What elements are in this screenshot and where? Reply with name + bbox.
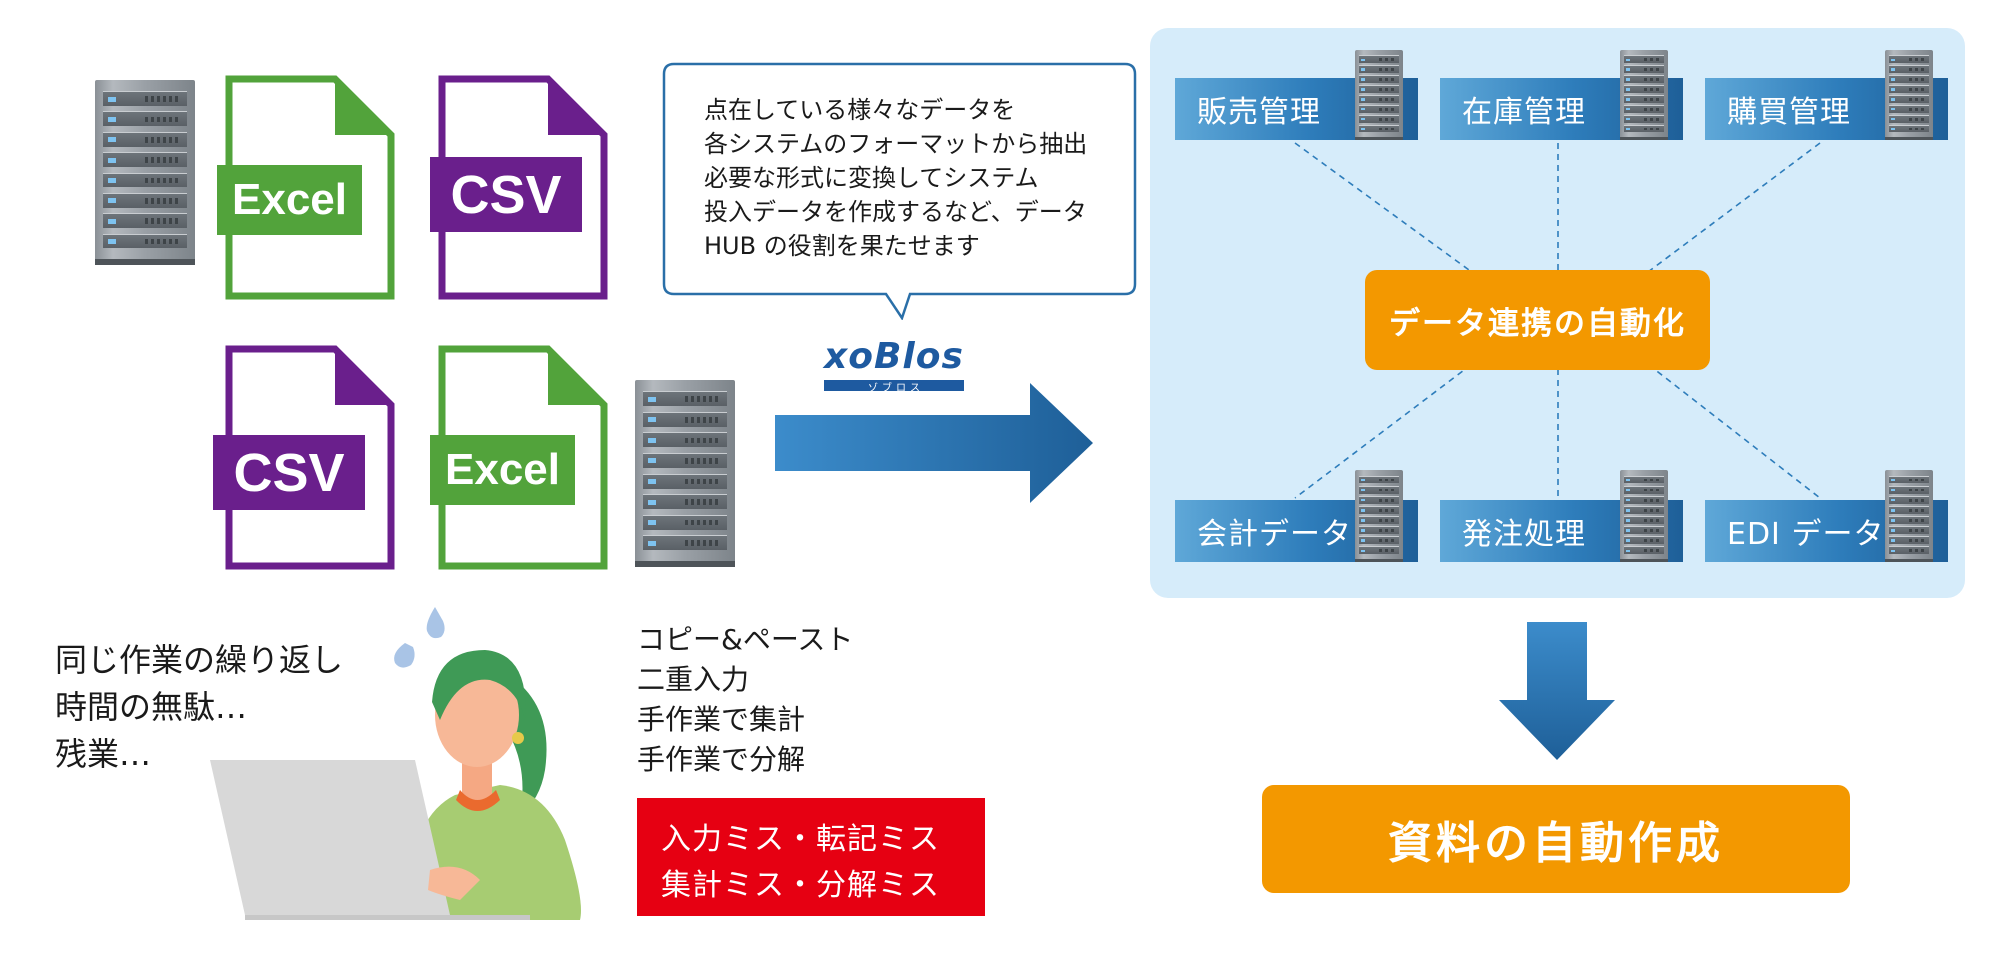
sweat-drop-icon bbox=[385, 605, 465, 675]
server-icon bbox=[1885, 470, 1933, 562]
module-label: 発注処理 bbox=[1462, 517, 1586, 552]
center-hub-box: データ連携の自動化 bbox=[1365, 270, 1710, 370]
complaint-text: 時間の無駄… bbox=[55, 688, 248, 726]
module-label: 在庫管理 bbox=[1462, 95, 1586, 130]
speech-bubble: 点在している様々なデータを 各システムのフォーマットから抽出 必要な形式に変換し… bbox=[662, 62, 1137, 321]
down-arrow-icon bbox=[1497, 622, 1617, 762]
xoblos-logo: xoBlos ゾブロス bbox=[820, 336, 970, 394]
callout-line: HUB の役割を果たせます bbox=[704, 232, 980, 260]
server-icon bbox=[1620, 50, 1668, 140]
logo-name: xoBlos bbox=[824, 336, 964, 377]
logo-ruby: ゾブロス bbox=[868, 383, 924, 394]
error-text: 入力ミス・転記ミス bbox=[661, 822, 940, 857]
server-icon bbox=[1620, 470, 1668, 562]
task-text: コピー&ペースト bbox=[637, 623, 854, 656]
office-worker-illustration bbox=[200, 610, 620, 920]
task-text: 手作業で集計 bbox=[637, 703, 806, 736]
complaint-text: 残業… bbox=[55, 735, 152, 773]
complaint-text: 同じ作業の繰り返し bbox=[55, 641, 344, 679]
module-label: EDI データ bbox=[1727, 517, 1885, 552]
excel-file-label: Excel bbox=[430, 435, 575, 505]
error-text: 集計ミス・分解ミス bbox=[661, 868, 940, 903]
csv-file-icon: CSV bbox=[213, 345, 395, 570]
excel-file-icon: Excel bbox=[217, 75, 395, 300]
error-badge: 入力ミス・転記ミス 集計ミス・分解ミス bbox=[637, 798, 985, 916]
callout-line: 点在している様々なデータを bbox=[704, 96, 1016, 124]
excel-file-icon: Excel bbox=[430, 345, 608, 570]
module-label: 販売管理 bbox=[1197, 95, 1321, 130]
callout-line: 必要な形式に変換してシステム bbox=[704, 164, 1039, 192]
task-text: 二重入力 bbox=[637, 663, 750, 696]
connector-lines bbox=[1294, 142, 1821, 499]
module-label: 購買管理 bbox=[1727, 95, 1851, 130]
server-icon bbox=[1355, 50, 1403, 140]
server-icon bbox=[1885, 50, 1933, 140]
task-text: 手作業で分解 bbox=[637, 743, 806, 776]
module-label: 会計データ bbox=[1197, 517, 1352, 552]
center-hub-label: データ連携の自動化 bbox=[1389, 305, 1686, 342]
csv-file-label: CSV bbox=[430, 157, 582, 232]
output-box: 資料の自動作成 bbox=[1262, 785, 1850, 893]
right-arrow-icon bbox=[775, 383, 1095, 503]
callout-line: 各システムのフォーマットから抽出 bbox=[704, 130, 1088, 158]
output-label: 資料の自動作成 bbox=[1388, 818, 1724, 869]
callout-line: 投入データを作成するなど、データ bbox=[704, 198, 1087, 226]
server-icon bbox=[95, 80, 195, 265]
excel-file-label: Excel bbox=[217, 165, 362, 235]
server-icon bbox=[635, 380, 735, 567]
server-icon bbox=[1355, 470, 1403, 562]
csv-file-label: CSV bbox=[213, 435, 365, 510]
csv-file-icon: CSV bbox=[430, 75, 608, 300]
